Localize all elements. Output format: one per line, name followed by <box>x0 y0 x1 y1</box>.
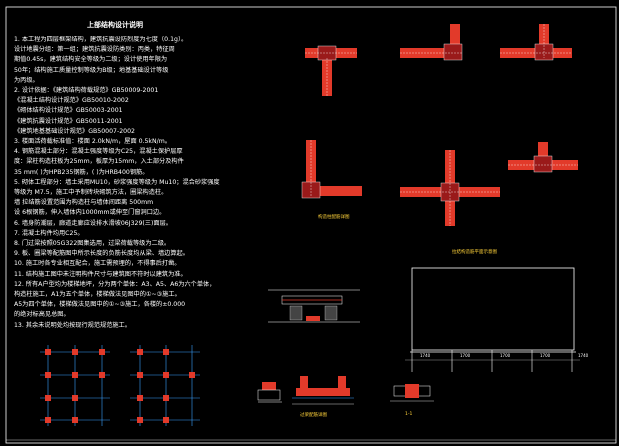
note-line: 期值0.45s，建筑结构安全等级为二级；设计使用年限为 <box>14 56 168 64</box>
note-line: 50年；结构施工质量控制等级为B级；地基基础设计等级 <box>14 66 169 74</box>
note-line: 7. 混凝土构件均用C25。 <box>14 229 84 237</box>
note-line: 1. 本工程为四层框架结构，建筑抗震设防烈度为七度（0.1g）。 <box>14 36 188 43</box>
note-line: 构造柱施工，A1为五个单体，楼梯做法见图中的①~③施工。 <box>14 291 181 298</box>
note-line: 《建筑地基基础设计规范》GB50007-2002 <box>14 127 135 135</box>
frame-elevation <box>405 267 580 372</box>
note-line: 2. 设计依据：《建筑结构荷载规范》GB50009-2001 <box>14 87 159 94</box>
note-line: 4. 钢筋混凝土部分：混凝土强度等级为C25，混凝土保护层厚 <box>14 148 183 156</box>
column-detail-l2 <box>301 140 362 199</box>
column-detail-t3 <box>508 142 578 173</box>
dimension-label: 1700 <box>460 353 471 358</box>
note-line: A5为四个单体，楼梯做法见图中的①~③施工，各楼的±0.000 <box>14 301 186 309</box>
note-line: 墙 拉结筋设置范围为构造柱与墙体间距离 500mm <box>14 199 154 207</box>
note-line: 9. 板、圈梁等配筋图中所示长度的负筋长度均从梁、墙边算起。 <box>14 250 189 258</box>
lintel-detail <box>292 376 354 405</box>
note-line: 35 mm( )为HPB235钢筋，( )为HRB400钢筋。 <box>14 168 149 176</box>
note-line: 为丙级。 <box>14 76 39 84</box>
column-detail-t1 <box>305 45 357 96</box>
note-line: 12. 所有A户型均为楼梯地坪，分为两个单体：A3、A5、A6为六个单体， <box>14 280 216 288</box>
note-line: 度：梁柱构造柱板为25mm，板厚为15mm，入土部分及构件 <box>14 158 184 166</box>
column-detail-cross <box>400 150 500 226</box>
caption-frame-elevation: 拉结构造筋平面示意图 <box>452 250 497 255</box>
note-line: 设计地震分组：第一组；建筑抗震设防类别：丙类，特征周 <box>14 46 175 54</box>
rebar-detail-grid-left <box>40 345 110 426</box>
note-line: 5. 砌体工程部分：墙土采用MU10，砂浆强度等级为 Mu10；混合砂浆强度 <box>14 178 220 186</box>
dimension-label: 1740 <box>420 353 431 358</box>
rebar-detail-grid-right <box>130 345 200 426</box>
notes-title: 上部结构设计说明 <box>87 21 143 29</box>
dimension-label: 1700 <box>500 353 511 358</box>
note-line: 6. 墙身防潮层，廊道走廊应设排水滑坡06J329(三)面层。 <box>14 219 172 227</box>
sheet-border <box>5 6 617 444</box>
lintel-section <box>268 289 360 323</box>
note-line: 8. 门过梁按照05G322图集选用，过梁荷载等级为二级。 <box>14 240 171 247</box>
caption-column-detail: 构造柱配筋详图 <box>318 215 350 220</box>
caption-section-1-1: 1-1 <box>405 412 413 417</box>
note-line: 11. 结构施工图中未注明构件尺寸与建筑图不符时以建筑为准。 <box>14 270 187 278</box>
note-line: 3. 楼面活荷载标准值：楼面 2.0kN/m，屋面 0.5kN/m。 <box>14 138 171 145</box>
beam-detail-small <box>257 382 282 403</box>
note-line: 的绝对标高见总图。 <box>14 311 70 319</box>
caption-lintel-detail: 过梁配筋详图 <box>300 413 327 418</box>
dimension-label: 1700 <box>540 353 551 358</box>
note-line: 《砌体结构设计规范》GB50003-2001 <box>14 107 123 115</box>
note-line: 设 6根钢筋，伸入墙体内1000mm或伸至门窗洞口边。 <box>14 209 166 217</box>
note-line: 13. 其余未说明处均按现行规范规范施工。 <box>14 321 131 329</box>
design-notes: 1. 本工程为四层框架结构，建筑抗震设防烈度为七度（0.1g）。 设计地震分组：… <box>14 36 274 334</box>
note-line: 《建筑抗震设计规范》GB50011-2001 <box>14 117 123 125</box>
dimension-label: 1740 <box>578 353 589 358</box>
note-line: 10. 施工时各专业相互配合，施工需预埋的，不得事后打凿。 <box>14 260 181 268</box>
note-line: 等级为 M7.5，施工中予制砖块砌筑方法，圈梁构造柱。 <box>14 189 168 196</box>
section-1-1 <box>390 384 434 402</box>
column-detail-l1 <box>400 24 463 61</box>
note-line: 《混凝土结构设计规范》GB50010-2002 <box>14 97 129 105</box>
column-detail-t2 <box>500 24 572 61</box>
